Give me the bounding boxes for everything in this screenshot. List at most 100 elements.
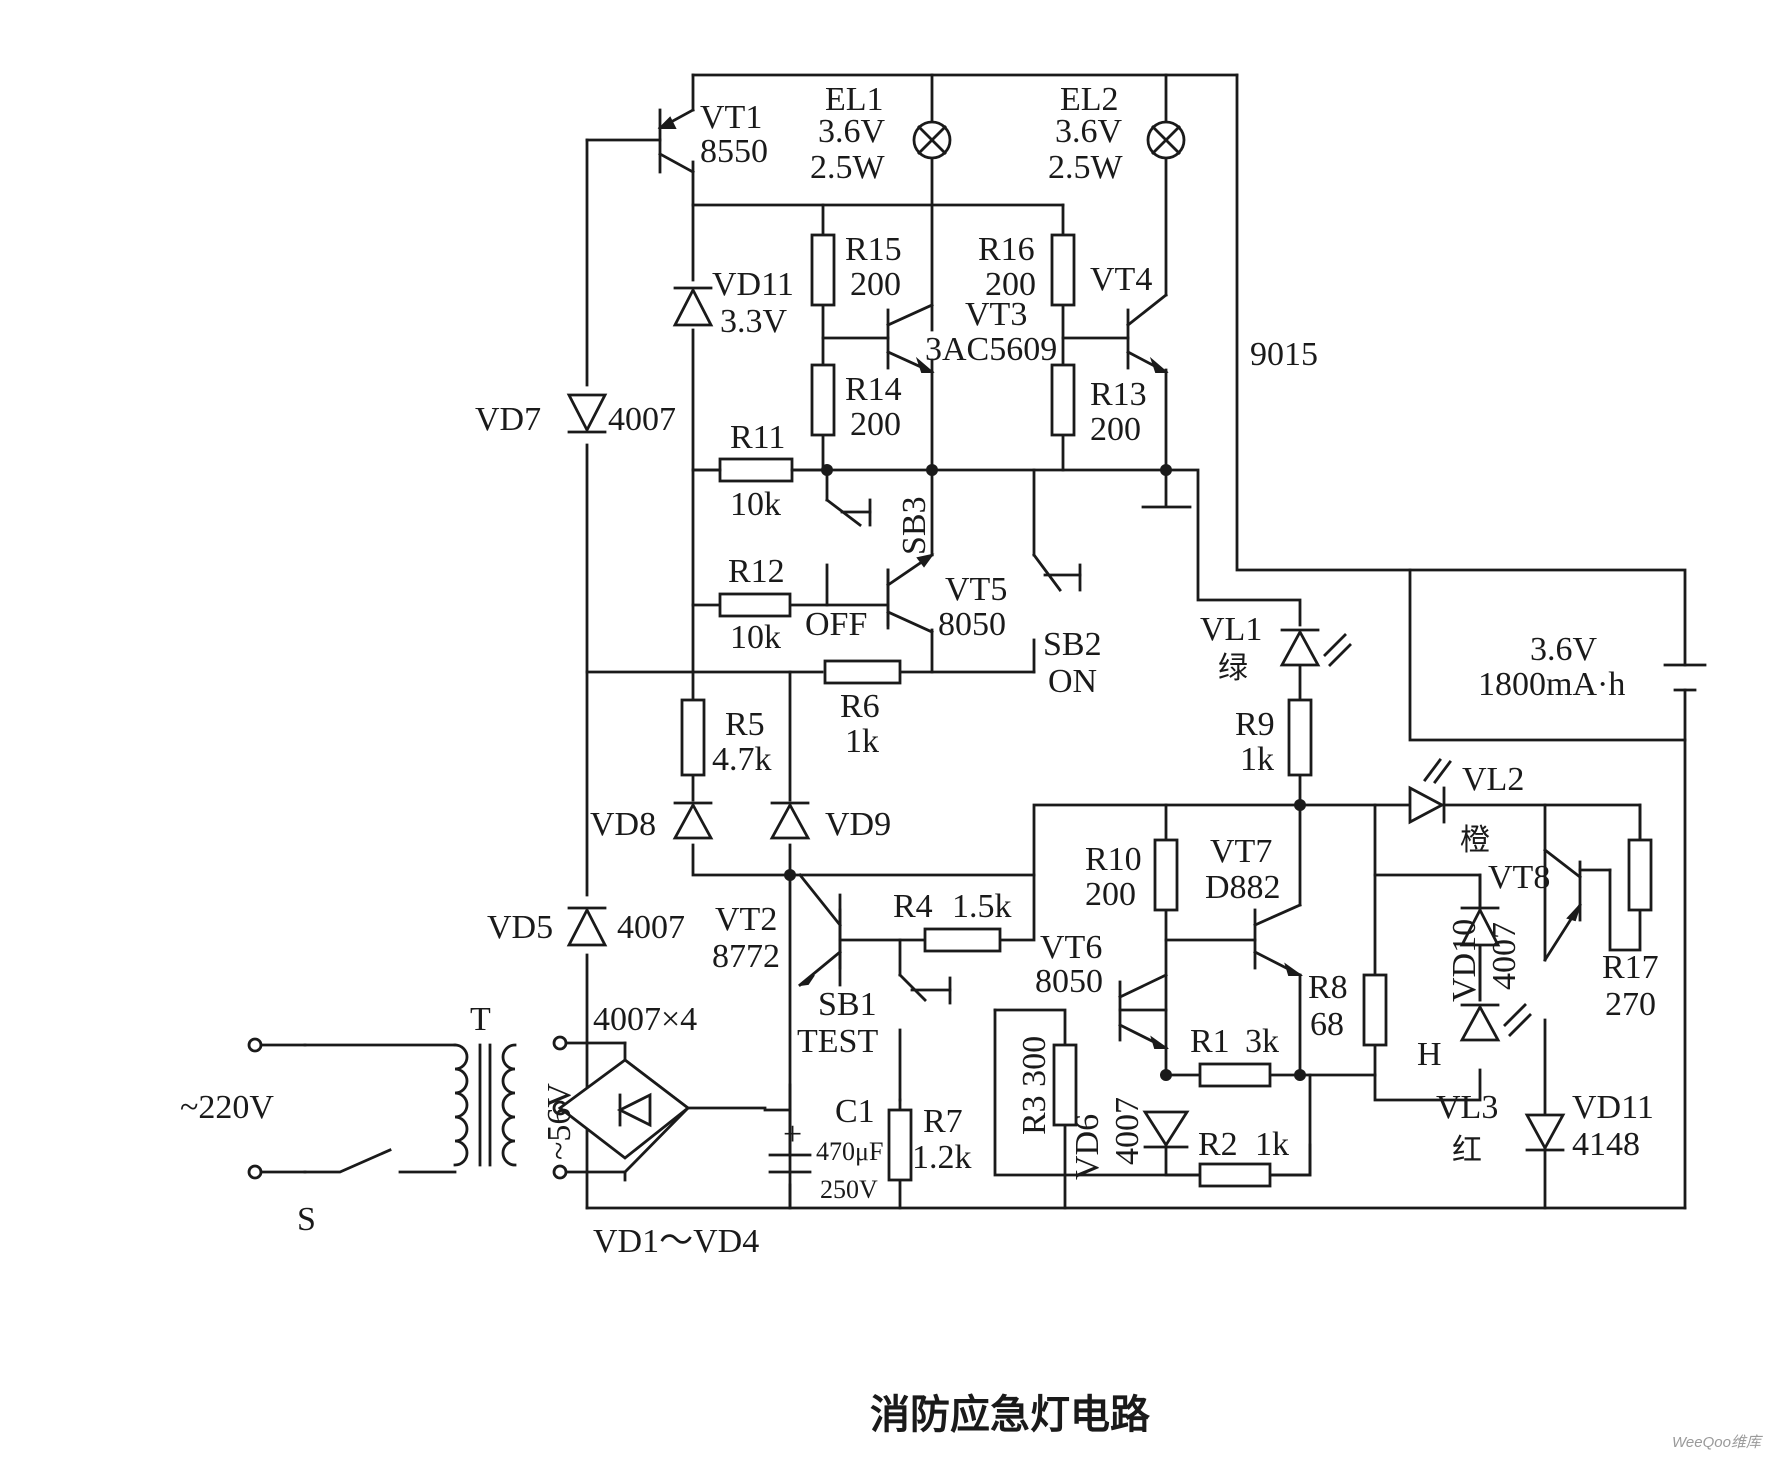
r14-val: 200 [850,406,901,443]
r17-val: 270 [1605,986,1656,1023]
transistor-vt7 [1253,903,1304,977]
off-label: OFF [805,606,867,643]
c1-v: 250V [820,1175,878,1204]
c1-val: 470μF [816,1137,883,1166]
r7-name: R7 [923,1103,963,1140]
diode-vd11-4148 [1524,1113,1566,1152]
vl2-name: VL2 [1462,761,1524,798]
r12-name: R12 [728,553,785,590]
diode-vd9 [769,801,811,840]
bridge-rectifier [557,1058,691,1160]
junction-dots [784,464,1306,1081]
switch-sb1 [898,973,952,1005]
el1-v: 3.6V [818,113,886,150]
vl2-color: 橙 [1460,823,1490,858]
r4-val: 1.5k [952,888,1012,925]
resistor-r3 [1052,1043,1078,1127]
vt5-name: VT5 [945,571,1007,608]
diagram-title: 消防应急灯电路 [870,1392,1151,1438]
r1-name: R1 [1190,1023,1230,1060]
r3-label: R3 300 [1016,1036,1053,1135]
vt6-part: 8050 [1035,963,1103,1000]
switch-s-label: S [297,1201,316,1238]
switch-sb3 [825,498,872,527]
r9-name: R9 [1235,706,1275,743]
vt3-name: VT3 [965,296,1027,333]
diode-vd6 [1142,1110,1190,1149]
resistor-r17 [1627,838,1653,912]
vt7-name: VT7 [1210,833,1272,870]
diode-vd10 [1459,906,1501,947]
vd7-name: VD7 [475,401,541,438]
vt1-part: 8550 [700,133,768,170]
vl1-name: VL1 [1200,611,1262,648]
sb2-state: ON [1048,663,1097,700]
vt2-name: VT2 [715,901,777,938]
r7-val: 1.2k [912,1139,972,1176]
r2-name: R2 [1198,1126,1238,1163]
resistor-r9 [1287,698,1313,777]
vd11a-name: VD11 [712,266,794,303]
r2-val: 1k [1255,1126,1289,1163]
vt2-part: 8772 [712,938,780,975]
transformer-label: T [470,1001,491,1038]
sb1-name: SB1 [818,986,877,1023]
sb3-name: SB3 [896,496,933,555]
transistor-vt6 [1118,973,1170,1050]
r1-val: 3k [1245,1023,1279,1060]
r5-name: R5 [725,706,765,743]
r15-name: R15 [845,231,902,268]
vt6-name: VT6 [1040,929,1102,966]
batt-v: 3.6V [1530,631,1598,668]
labels: VT1 8550 EL1 3.6V 2.5W EL2 3.6V 2.5W VD1… [180,81,1659,1260]
vt7-part: D882 [1205,869,1281,906]
bridge-label: 4007×4 [593,1001,697,1038]
resistor-r8 [1362,973,1388,1047]
c1-plus: + [783,1116,802,1153]
wiring [303,73,1687,1210]
transistor-vt8 [1543,848,1612,962]
r17-name: R17 [1602,949,1659,986]
resistor-r10 [1153,838,1179,912]
vd11b-part: 4148 [1572,1126,1640,1163]
diode-vd8 [672,801,714,840]
r16-val: 200 [985,266,1036,303]
resistor-r5 [680,698,706,777]
r9-val: 1k [1240,741,1274,778]
el1-name: EL1 [825,81,884,118]
vd11b-name: VD11 [1572,1089,1654,1126]
r6-val: 1k [845,723,879,760]
lamp-el1 [912,120,952,160]
vd11a-v: 3.3V [720,303,788,340]
battery [1663,663,1707,692]
r5-val: 4.7k [712,741,772,778]
watermark: WeeQoo维库 [1672,1434,1764,1451]
resistor-r4 [923,927,1002,953]
led-vl1 [1279,628,1352,667]
mains-switch-s [247,1037,307,1180]
vl1-color: 绿 [1218,651,1248,686]
r13-name: R13 [1090,376,1147,413]
r4-name: R4 [893,888,933,925]
switch-sb2 [1032,553,1082,592]
vd10-name: VD10 [1446,919,1483,1002]
vl3-color: 红 [1452,1133,1482,1168]
resistor-r7 [887,1108,913,1182]
resistor-r13 [1050,363,1076,437]
sb2-name: SB2 [1043,626,1102,663]
resistor-r2 [1198,1162,1272,1188]
r13-val: 200 [1090,411,1141,448]
vt8-name: VT8 [1488,859,1550,896]
vl3-name: VL3 [1436,1089,1498,1126]
ac-label: ~220V [180,1089,274,1126]
r11-val: 10k [730,486,781,523]
el2-p: 2.5W [1048,149,1124,186]
r10-val: 200 [1085,876,1136,913]
zener-vd11 [672,286,714,327]
r11-name: R11 [730,419,785,456]
vd6-name: VD6 [1069,1114,1106,1180]
resistor-r16 [1050,233,1076,307]
resistor-r1 [1198,1062,1272,1088]
vt4-name: VT4 [1090,261,1152,298]
